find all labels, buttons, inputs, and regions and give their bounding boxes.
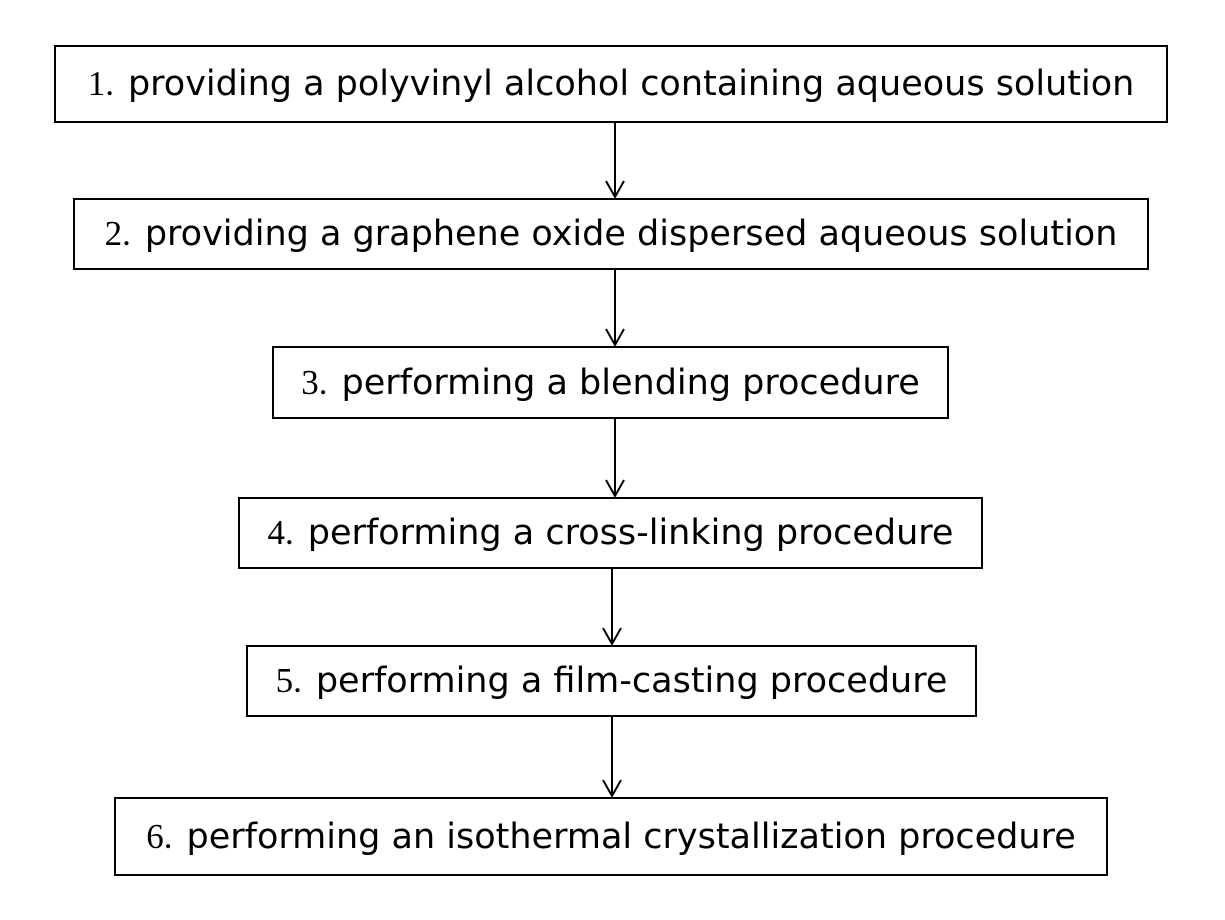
step-2-number: 2.	[105, 214, 131, 254]
arrow-2-to-3	[606, 270, 624, 345]
arrow-3-to-4	[606, 419, 624, 496]
step-3-number: 3.	[301, 363, 327, 403]
step-3-box: 3. performing a blending procedure	[272, 346, 949, 419]
step-5-number: 5.	[276, 661, 302, 701]
step-6-box: 6. performing an isothermal crystallizat…	[114, 797, 1108, 876]
step-2-label: providing a graphene oxide dispersed aqu…	[145, 214, 1118, 254]
step-5-label: performing a film-casting procedure	[316, 661, 948, 701]
step-1-label: providing a polyvinyl alcohol containing…	[128, 64, 1134, 104]
arrow-4-to-5	[603, 569, 621, 644]
step-1-number: 1.	[88, 64, 114, 104]
step-4-box: 4. performing a cross-linking procedure	[238, 497, 983, 569]
arrow-5-to-6	[603, 717, 621, 796]
step-6-number: 6.	[146, 817, 172, 857]
step-5-box: 5. performing a film-casting procedure	[246, 645, 977, 717]
step-6-label: performing an isothermal crystallization…	[187, 817, 1076, 857]
step-2-box: 2. providing a graphene oxide dispersed …	[73, 198, 1149, 270]
step-3-label: performing a blending procedure	[341, 363, 919, 403]
arrow-1-to-2	[606, 123, 624, 197]
step-1-box: 1. providing a polyvinyl alcohol contain…	[54, 45, 1168, 123]
step-4-number: 4.	[268, 513, 294, 553]
step-4-label: performing a cross-linking procedure	[308, 513, 954, 553]
